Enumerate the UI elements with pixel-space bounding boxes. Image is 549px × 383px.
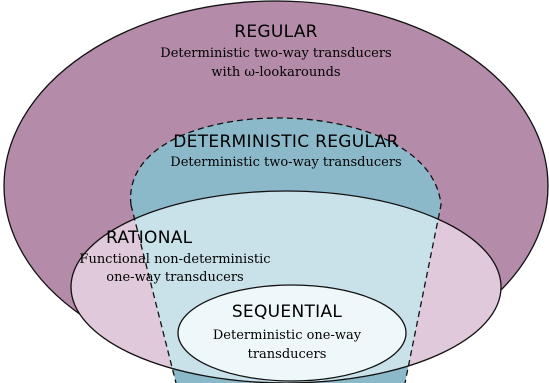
rational-desc-line2: one-way transducers bbox=[106, 270, 243, 285]
deterministic-regular-desc-line1: Deterministic two-way transducers bbox=[170, 155, 401, 170]
sequential-region bbox=[177, 284, 407, 382]
regular-desc-line2: with ω-lookarounds bbox=[211, 65, 340, 80]
sequential-desc-line1: Deterministic one-way bbox=[213, 328, 362, 343]
sequential-title: SEQUENTIAL bbox=[232, 302, 343, 322]
sequential-desc-line2: transducers bbox=[248, 347, 327, 362]
rational-outline bbox=[70, 190, 502, 383]
regular-title: REGULAR bbox=[234, 22, 318, 42]
deterministic-regular-outline bbox=[130, 117, 442, 383]
regular-desc-line1: Deterministic two-way transducers bbox=[160, 46, 391, 61]
rational-desc-line1: Functional non-deterministic bbox=[79, 252, 270, 267]
deterministic-regular-title: DETERMINISTIC REGULAR bbox=[173, 132, 398, 152]
rational-title: RATIONAL bbox=[106, 228, 193, 248]
